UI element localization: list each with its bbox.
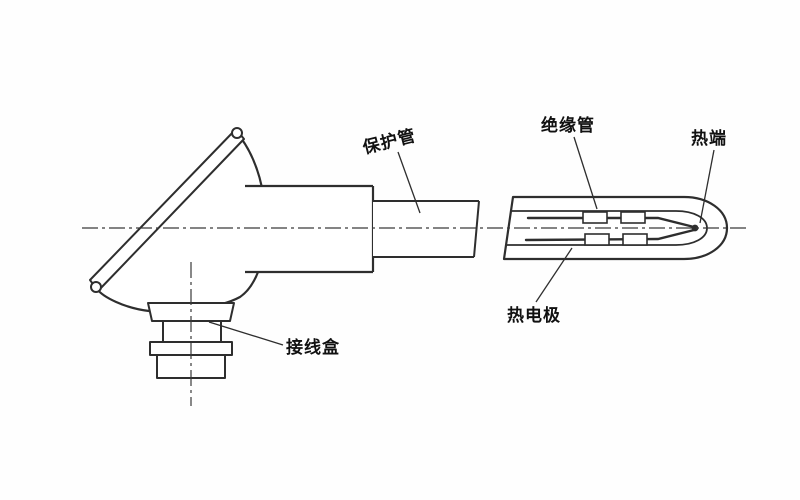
tube-large-fill bbox=[245, 186, 373, 272]
lid-screw-bottom-icon bbox=[90, 281, 102, 293]
insulator-bead bbox=[622, 233, 648, 246]
insulator-bead bbox=[584, 233, 610, 246]
leader-protection-tube bbox=[397, 151, 421, 214]
tube-small-fill bbox=[373, 201, 479, 257]
neck-band-2 bbox=[162, 320, 222, 343]
lid-screw-top-icon bbox=[231, 127, 243, 139]
label-junction-box: 接线盒 bbox=[286, 337, 340, 357]
neck-band-3 bbox=[156, 354, 226, 379]
label-insulation-tube: 绝缘管 bbox=[541, 115, 595, 135]
leader-insulation-tube bbox=[573, 136, 598, 210]
hot-junction-dot bbox=[691, 224, 699, 232]
tube-small-break-edge bbox=[473, 200, 480, 258]
leader-junction-box bbox=[208, 321, 284, 346]
head-body bbox=[95, 136, 268, 313]
label-protection-tube: 保护管 bbox=[360, 125, 418, 158]
leader-hot-end bbox=[699, 149, 715, 224]
electrode-wire-top bbox=[526, 216, 696, 229]
electrode-wire-bottom bbox=[524, 228, 696, 242]
label-hot-end: 热端 bbox=[691, 128, 727, 148]
leader-thermo-electrodes bbox=[535, 247, 573, 303]
insulator-bead bbox=[620, 211, 646, 224]
label-thermo-electrodes: 热电极 bbox=[507, 305, 561, 325]
insulator-bead bbox=[582, 211, 608, 224]
